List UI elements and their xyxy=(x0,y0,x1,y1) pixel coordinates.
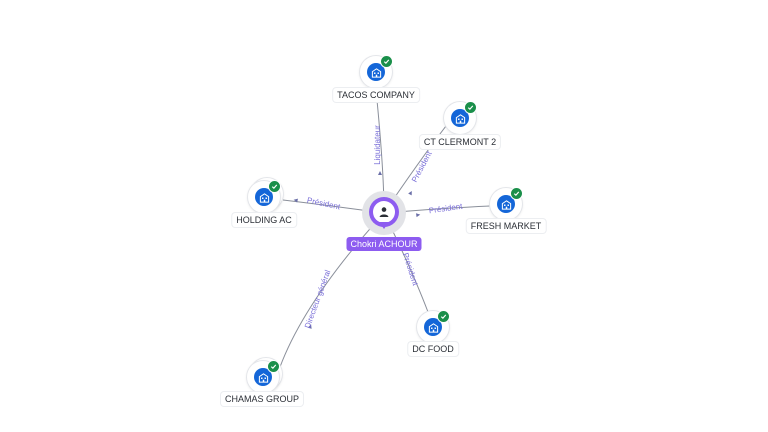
edge-arrow-ctclermont xyxy=(408,190,412,196)
check-badge-icon xyxy=(464,101,477,114)
edge-arrow-holding xyxy=(293,198,298,203)
edge-arrow-tacos xyxy=(378,171,382,175)
edge-label-tacos: Liquidateur xyxy=(373,125,382,165)
check-badge-icon xyxy=(268,180,281,193)
edge-arrow-chamas xyxy=(307,324,312,329)
company-label-holding[interactable]: HOLDING AC xyxy=(232,213,296,227)
company-label-tacos[interactable]: TACOS COMPANY xyxy=(333,88,419,102)
company-node-dcfood[interactable] xyxy=(417,310,450,343)
company-node-holding[interactable] xyxy=(248,178,283,213)
edge-label-holding: Président xyxy=(306,196,342,212)
edge-label-chamas: Directeur général xyxy=(303,269,333,330)
person-name-label[interactable]: Chokri ACHOUR xyxy=(346,237,422,251)
building-icon xyxy=(424,318,442,336)
company-label-ctclermont[interactable]: CT CLERMONT 2 xyxy=(419,135,501,149)
building-icon xyxy=(254,368,272,386)
edge-label-ctclermont: Président xyxy=(410,149,434,184)
company-node-chamas[interactable] xyxy=(247,358,282,393)
check-badge-icon xyxy=(437,310,450,323)
check-badge-icon xyxy=(267,360,280,373)
building-icon xyxy=(451,109,469,127)
company-node-fresh[interactable] xyxy=(490,187,523,220)
building-icon xyxy=(497,195,515,213)
edge-chamas xyxy=(279,212,385,368)
check-badge-icon xyxy=(510,187,523,200)
company-label-fresh[interactable]: FRESH MARKET xyxy=(466,219,546,233)
company-label-dcfood[interactable]: DC FOOD xyxy=(408,342,458,356)
building-icon xyxy=(367,63,385,81)
company-node-tacos[interactable] xyxy=(360,55,393,88)
company-node-ctclermont[interactable] xyxy=(444,101,477,134)
company-label-chamas[interactable]: CHAMAS GROUP xyxy=(220,392,304,406)
edge-label-dcfood: Président xyxy=(401,252,420,288)
edge-arrow-fresh xyxy=(416,213,421,218)
building-icon xyxy=(255,188,273,206)
edge-label-fresh: Président xyxy=(428,202,463,216)
person-pin xyxy=(369,197,399,229)
check-badge-icon xyxy=(380,55,393,68)
person-node[interactable] xyxy=(362,191,406,235)
person-icon xyxy=(373,201,395,223)
